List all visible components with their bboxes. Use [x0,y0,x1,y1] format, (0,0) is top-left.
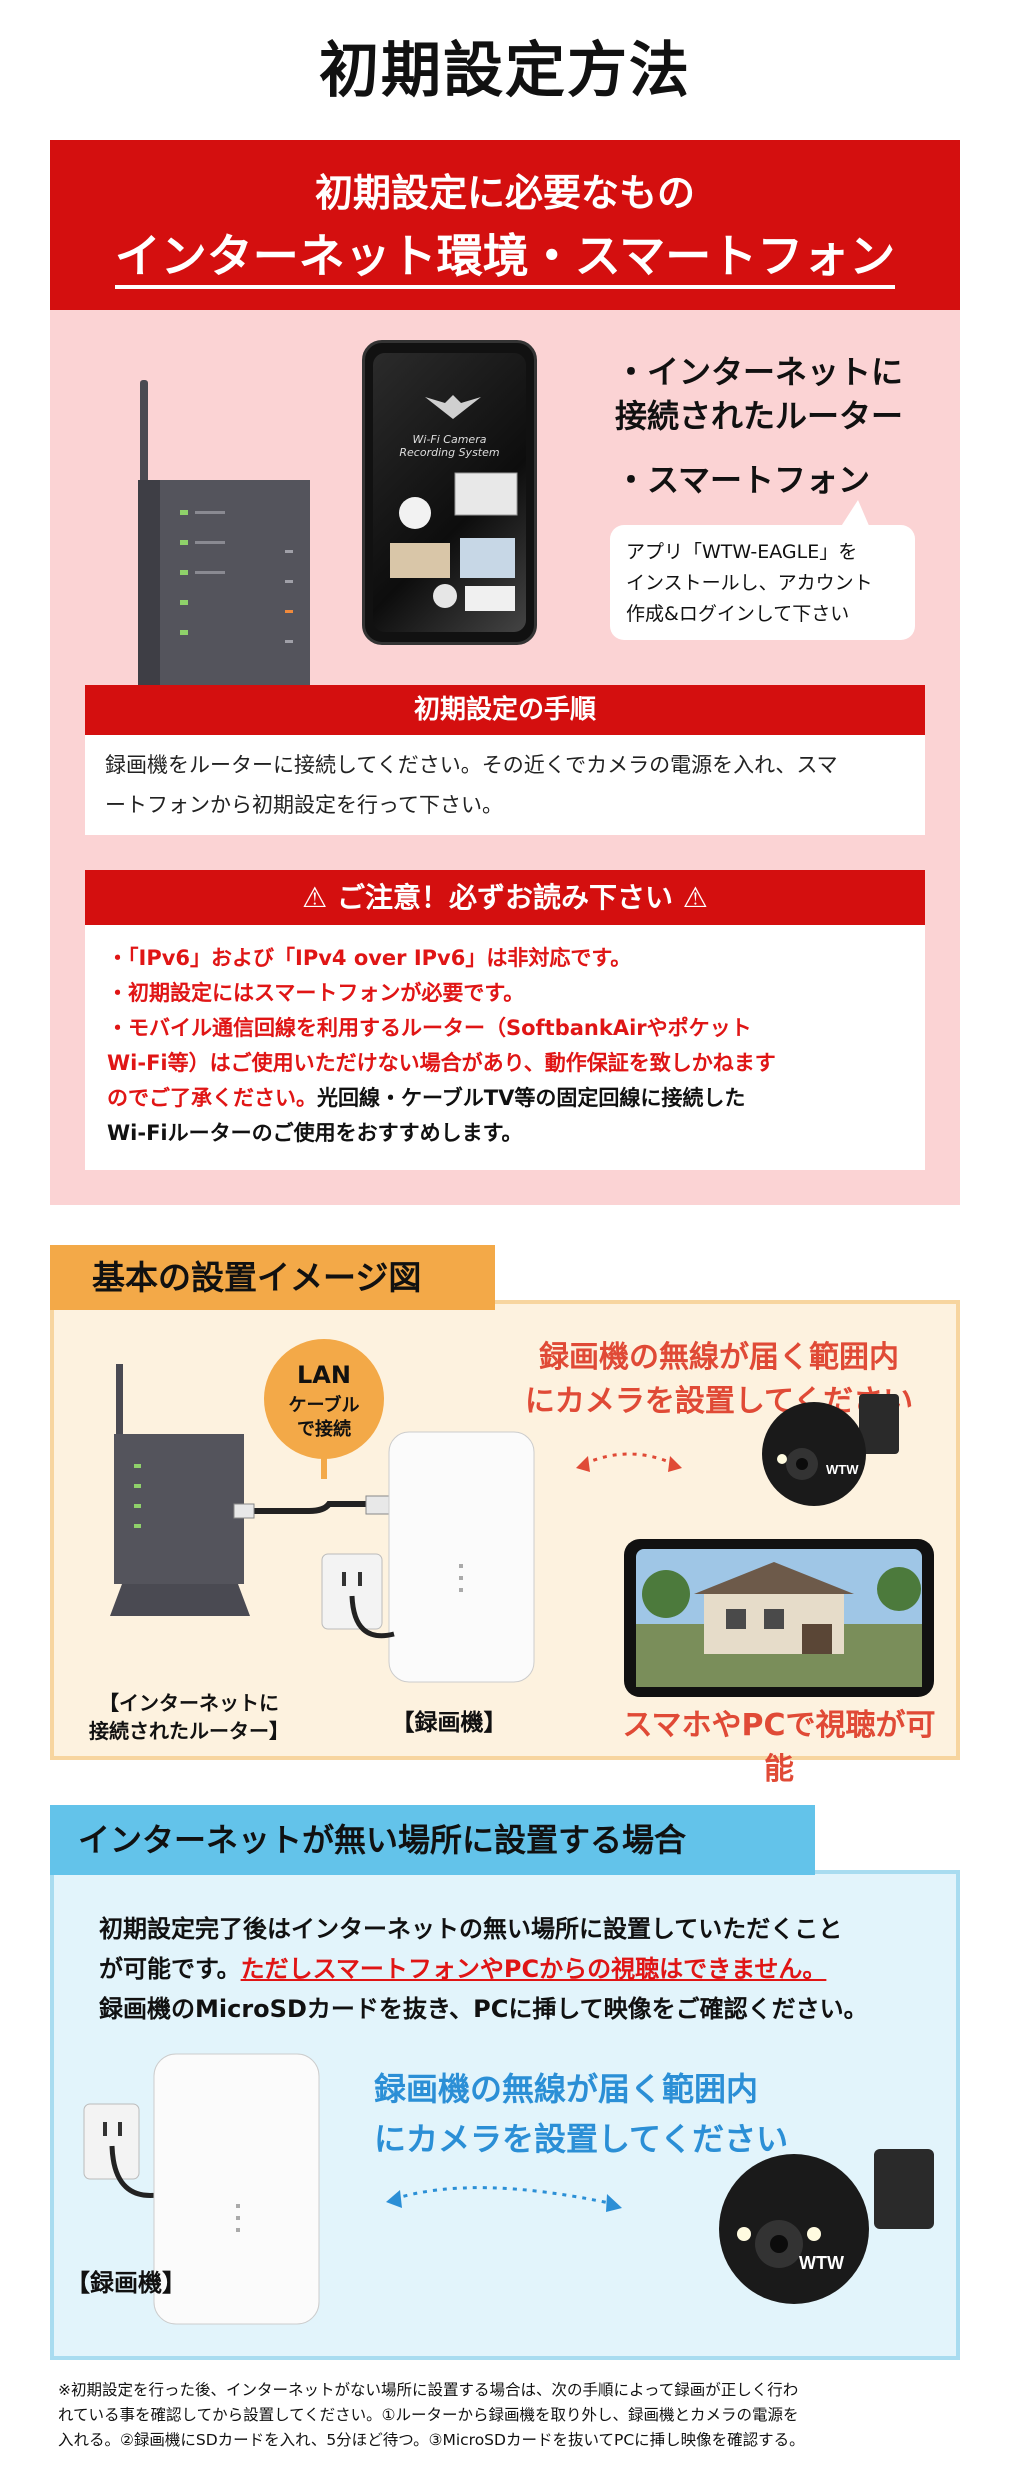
wireless-range-note: 録画機の無線が届く範囲内 にカメラを設置してください [524,1340,914,1419]
procedure-heading: 初期設定の手順 [85,685,925,735]
no-internet-text: 初期設定完了後はインターネットの無い場所に設置していただくこと が可能です。ただ… [99,1915,868,2023]
footnote: ※初期設定を行った後、インターネットがない場所に設置する場合は、次の手順によって… [58,2381,805,2449]
recorder-caption: 【録画機】 [391,1710,507,1736]
no-internet-wireless-note: 録画機の無線が届く範囲内 にカメラを設置してください [374,2070,789,2158]
setup-diagram-tab: 基本の設置イメージ図 [50,1245,495,1310]
bubble-tail [840,500,870,528]
router-caption: 【インターネットに 接続されたルーター】 [89,1691,289,1743]
no-internet-tab: インターネットが無い場所に設置する場合 [50,1805,815,1875]
caution-heading: ⚠ ご注意！必ずお読み下さい ⚠ [85,870,925,925]
lan-cable-bubble: LAN ケーブル で接続 [264,1339,384,1459]
viewing-caption: スマホやPCで視聴が可能 [622,1708,936,1787]
requirements-section: 初期設定に必要なもの インターネット環境・スマートフォン Wi-Fi Camer… [50,140,960,1205]
requirements-subheading: インターネット環境・スマートフォン [114,229,896,289]
procedure-body: 録画機をルーターに接続してください。その近くでカメラの電源を入れ、スマ ートフォ… [85,735,925,835]
no-internet-recorder-caption: 【録画機】 [66,2269,186,2297]
no-internet-diagram-art: WTW [83,2053,934,2325]
smartphone-requirement-label: ・スマートフォン [615,461,871,499]
requirements-header: 初期設定に必要なもの インターネット環境・スマートフォン [50,140,960,310]
caution-body: ・「IPv6」および「IPv4 over IPv6」は非対応です。 ・初期設定に… [85,925,925,1170]
smartphone-illustration: Wi-Fi Camera Recording System [362,340,537,645]
camera-logo-text: WTW [799,2253,844,2273]
warning-icon: ⚠ [682,881,708,914]
eagle-logo-icon [425,395,481,419]
setup-diagram-section: 録画機の無線が届く範囲内 にカメラを設置してください LAN ケーブル で接続 [50,1300,960,1787]
router-requirement-label: ・インターネットに 接続されたルーター [615,353,904,435]
phone-screen-title: Wi-Fi Camera Recording System [399,433,500,459]
no-internet-section: 初期設定完了後はインターネットの無い場所に設置していただくこと が可能です。ただ… [50,1870,960,2360]
app-install-note: アプリ「WTW-EAGLE」を インストールし、アカウント 作成&ログインして下… [610,525,915,640]
page-title: 初期設定方法 [319,36,691,106]
warning-icon: ⚠ [302,881,328,914]
camera-logo-text: WTW [826,1462,859,1477]
setup-diagram-art: WTW [110,1364,934,1697]
camera-product-thumbnails [390,472,518,611]
requirements-heading: 初期設定に必要なもの [314,171,695,215]
